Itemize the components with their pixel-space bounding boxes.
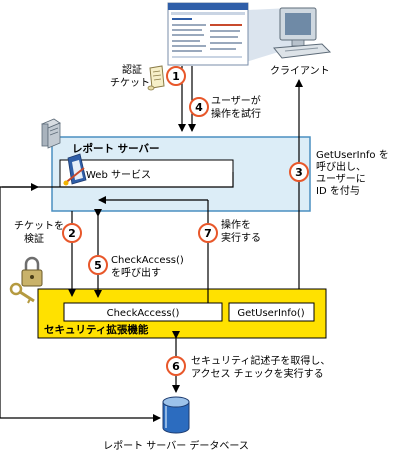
step-3-line3: ユーザーに: [316, 173, 366, 185]
step-3-number: 3: [295, 166, 303, 179]
step-6-line1: セキュリティ記述子を取得し、: [191, 354, 330, 367]
step-7-line2: 実行する: [221, 231, 261, 244]
client-label: クライアント: [270, 65, 330, 77]
security-extension-title: セキュリティ拡張機能: [44, 323, 149, 336]
line-server-loop: [0, 172, 234, 188]
step-5-number: 5: [94, 259, 102, 272]
step-5-line2: を呼び出す: [111, 266, 161, 279]
step-4: 4: [189, 97, 209, 117]
step-6-line2: アクセス チェックを実行する: [191, 367, 324, 380]
step-5-line1: CheckAccess(): [111, 255, 184, 266]
step-3-line2: 呼び出し、: [316, 160, 366, 173]
database-cylinder-icon: [162, 396, 190, 434]
step-3-line4: ID を付与: [316, 184, 360, 197]
lock-and-key-icon: [9, 256, 43, 304]
check-access-label: CheckAccess(): [107, 308, 180, 319]
step-7-number: 7: [204, 227, 212, 240]
database-label: レポート サーバー データベース: [103, 439, 249, 452]
ticket-scroll-icon: [147, 65, 165, 91]
server-icon: [41, 118, 61, 149]
step-7: 7: [198, 223, 218, 243]
ticket-label-line1: 認証: [122, 63, 142, 76]
web-service-box: [59, 159, 234, 188]
check-access-box: [63, 302, 223, 322]
step-1: 1: [166, 66, 186, 86]
step-3: 3: [289, 162, 309, 182]
step-2-line1: チケットを: [14, 220, 64, 232]
step-1-number: 1: [172, 70, 180, 83]
step-5: 5: [88, 255, 108, 275]
client-computer-icon: [273, 7, 332, 59]
step-7-line1: 操作を: [221, 218, 251, 231]
step-2: 2: [62, 223, 82, 243]
step-2-number: 2: [68, 227, 76, 240]
step-4-number: 4: [195, 101, 203, 114]
step-6-number: 6: [172, 360, 180, 373]
line-server-to-database: [0, 187, 161, 422]
step-3-line1: GetUserInfo を: [316, 149, 389, 161]
step-6: 6: [166, 356, 186, 376]
ticket-label-line2: チケット: [110, 77, 150, 89]
step-4-line1: ユーザーが: [211, 94, 261, 107]
web-service-icon: [63, 153, 87, 186]
step-2-line2: 検証: [24, 232, 44, 245]
step-4-line2: 操作を試行: [211, 107, 261, 120]
web-service-label: Web サービス: [86, 169, 151, 181]
get-user-info-box: [228, 302, 315, 322]
report-server-title: レポート サーバー: [72, 142, 160, 155]
web-browser-window-icon: [167, 2, 249, 66]
get-user-info-label: GetUserInfo(): [237, 308, 304, 319]
